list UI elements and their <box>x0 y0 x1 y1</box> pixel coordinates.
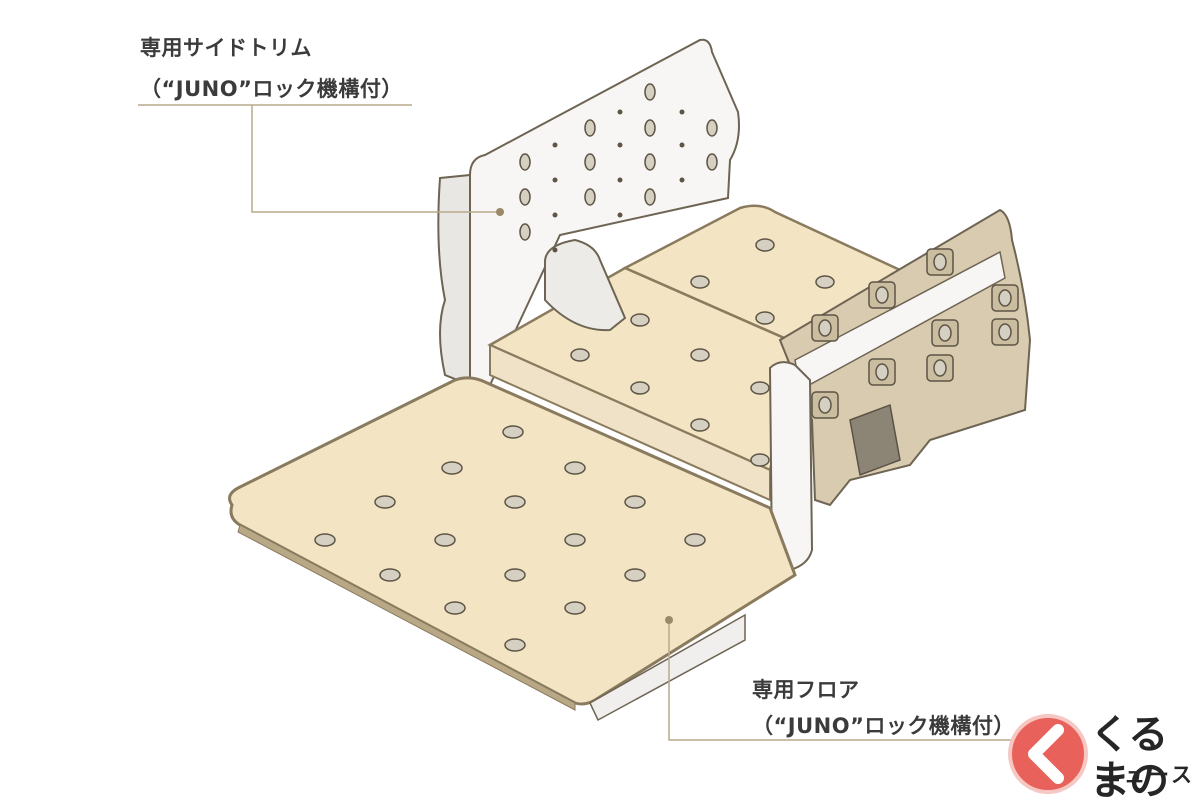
side-trim-label: 専用サイドトリム <box>140 36 312 60</box>
pin-hole <box>617 177 623 183</box>
step-face <box>489 343 771 502</box>
pin-hole <box>552 247 558 253</box>
attachment-hole <box>998 323 1012 341</box>
attachment-hole <box>755 238 775 252</box>
attachment-hole <box>755 311 775 325</box>
attachment-hole <box>644 153 656 171</box>
floor-sublabel: （“JUNO”ロック機構付） <box>752 714 1015 738</box>
attachment-hole <box>998 289 1012 307</box>
attachment-hole <box>815 275 835 289</box>
attachment-hole <box>504 568 526 582</box>
attachment-hole <box>630 313 650 327</box>
attachment-hole <box>644 188 656 206</box>
attachment-hole <box>818 319 832 337</box>
attachment-hole <box>519 223 531 241</box>
attachment-hole <box>690 418 710 432</box>
attachment-hole <box>706 119 718 137</box>
pin-hole <box>552 177 558 183</box>
attachment-hole <box>570 348 590 362</box>
attachment-hole <box>379 568 401 582</box>
floor-leader-dot <box>665 616 673 624</box>
attachment-hole <box>630 381 650 395</box>
front-floor-panel <box>228 376 797 706</box>
attachment-hole <box>750 381 770 395</box>
right-board-cutout <box>849 403 901 477</box>
floor-leader-line <box>668 620 1025 741</box>
pin-hole <box>679 177 685 183</box>
seat-bracket <box>544 238 627 332</box>
left-side-trim-panel <box>469 38 740 386</box>
floor-label: 専用フロア <box>752 678 860 702</box>
attachment-hole <box>875 286 889 304</box>
attachment-hole <box>374 495 396 509</box>
attachment-hole <box>750 453 770 467</box>
side-trim-leader-dot <box>496 208 504 216</box>
attachment-hole <box>564 601 586 615</box>
attachment-hole <box>502 425 524 439</box>
attachment-hole <box>933 253 947 271</box>
logo-text-sub: ニュース <box>1100 763 1195 787</box>
floor-under-trim <box>589 613 746 722</box>
attachment-hole <box>644 83 656 101</box>
attachment-hole <box>584 153 596 171</box>
attachment-hole <box>938 324 952 342</box>
attachment-hole <box>706 153 718 171</box>
attachment-hole <box>444 601 466 615</box>
side-trim-sublabel: （“JUNO”ロック機構付） <box>140 77 403 101</box>
attachment-hole <box>504 638 526 652</box>
pin-hole <box>679 142 685 148</box>
pin-hole <box>552 142 558 148</box>
front-floor-thickness <box>237 524 576 711</box>
logo-text-main: くるまの <box>1090 712 1169 804</box>
attachment-hole <box>690 275 710 289</box>
attachment-hole <box>933 359 947 377</box>
attachment-hole <box>564 461 586 475</box>
attachment-hole <box>584 188 596 206</box>
pin-hole <box>617 142 623 148</box>
attachment-holes <box>314 83 1019 652</box>
attachment-hole <box>434 533 456 547</box>
attachment-hole <box>875 363 889 381</box>
attachment-hole <box>690 348 710 362</box>
pin-hole <box>617 109 623 115</box>
pin-hole <box>617 212 623 218</box>
side-trim-leader-line <box>251 105 500 213</box>
attachment-hole <box>314 533 336 547</box>
attachment-hole <box>564 533 586 547</box>
attachment-hole <box>818 396 832 414</box>
logo-mark-icon <box>1008 714 1088 794</box>
left-trim-edge <box>437 173 471 387</box>
pin-hole <box>679 109 685 115</box>
attachment-hole <box>624 495 646 509</box>
attachment-hole <box>624 568 646 582</box>
attachment-hole <box>644 119 656 137</box>
attachment-hole <box>519 153 531 171</box>
attachment-hole <box>504 495 526 509</box>
attachment-hole <box>684 533 706 547</box>
attachment-hole <box>519 188 531 206</box>
pin-hole <box>552 212 558 218</box>
right-trim-edge <box>768 361 814 572</box>
attachment-hole <box>441 461 463 475</box>
kurumanonews-logo: くるまの ニュース <box>1008 708 1200 804</box>
attachment-hole <box>584 119 596 137</box>
